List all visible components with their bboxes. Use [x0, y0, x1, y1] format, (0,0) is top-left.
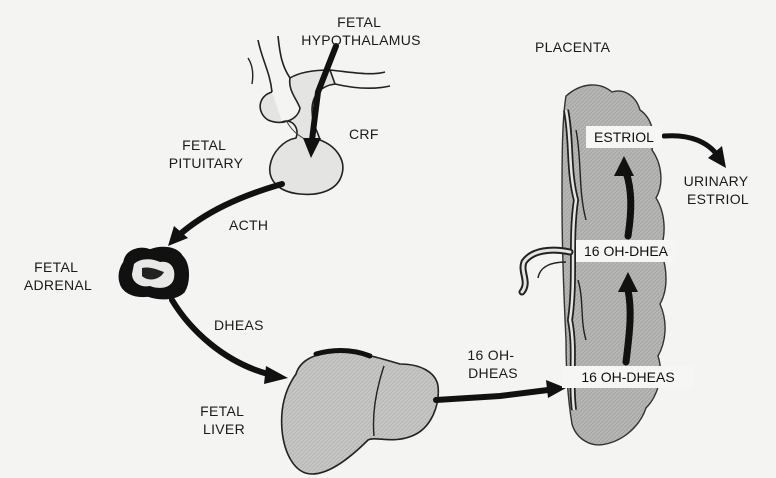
fetal-pituitary-gland [260, 70, 343, 194]
oh-dheas-placenta-label: 16 OH-DHEAS [581, 369, 674, 385]
placenta-label: PLACENTA [535, 39, 611, 55]
oh-dheas-arrow [436, 380, 566, 400]
fetal-hypothalamus-label: FETAL HYPOTHALAMUS [301, 14, 421, 48]
oh-dhea-label: 16 OH-DHEA [584, 243, 669, 259]
fetal-liver-label: FETAL LIVER [200, 403, 248, 437]
urinary-estriol-arrow [664, 136, 726, 168]
fetal-pituitary-label: FETAL PITUITARY [169, 137, 244, 171]
oh-dheas-transfer-label: 16 OH- DHEAS [467, 347, 518, 381]
acth-arrow [168, 184, 282, 246]
crf-label: CRF [349, 126, 379, 142]
fetal-adrenal-label: FETAL ADRENAL [24, 259, 92, 293]
fetal-liver [282, 351, 439, 475]
dheas-arrow [172, 300, 288, 384]
urinary-estriol-label: URINARY ESTRIOL [684, 173, 753, 207]
acth-label: ACTH [229, 217, 268, 233]
estriol-label: ESTRIOL [594, 129, 654, 145]
dheas-label: DHEAS [214, 317, 264, 333]
fetal-adrenal-gland [119, 248, 188, 299]
